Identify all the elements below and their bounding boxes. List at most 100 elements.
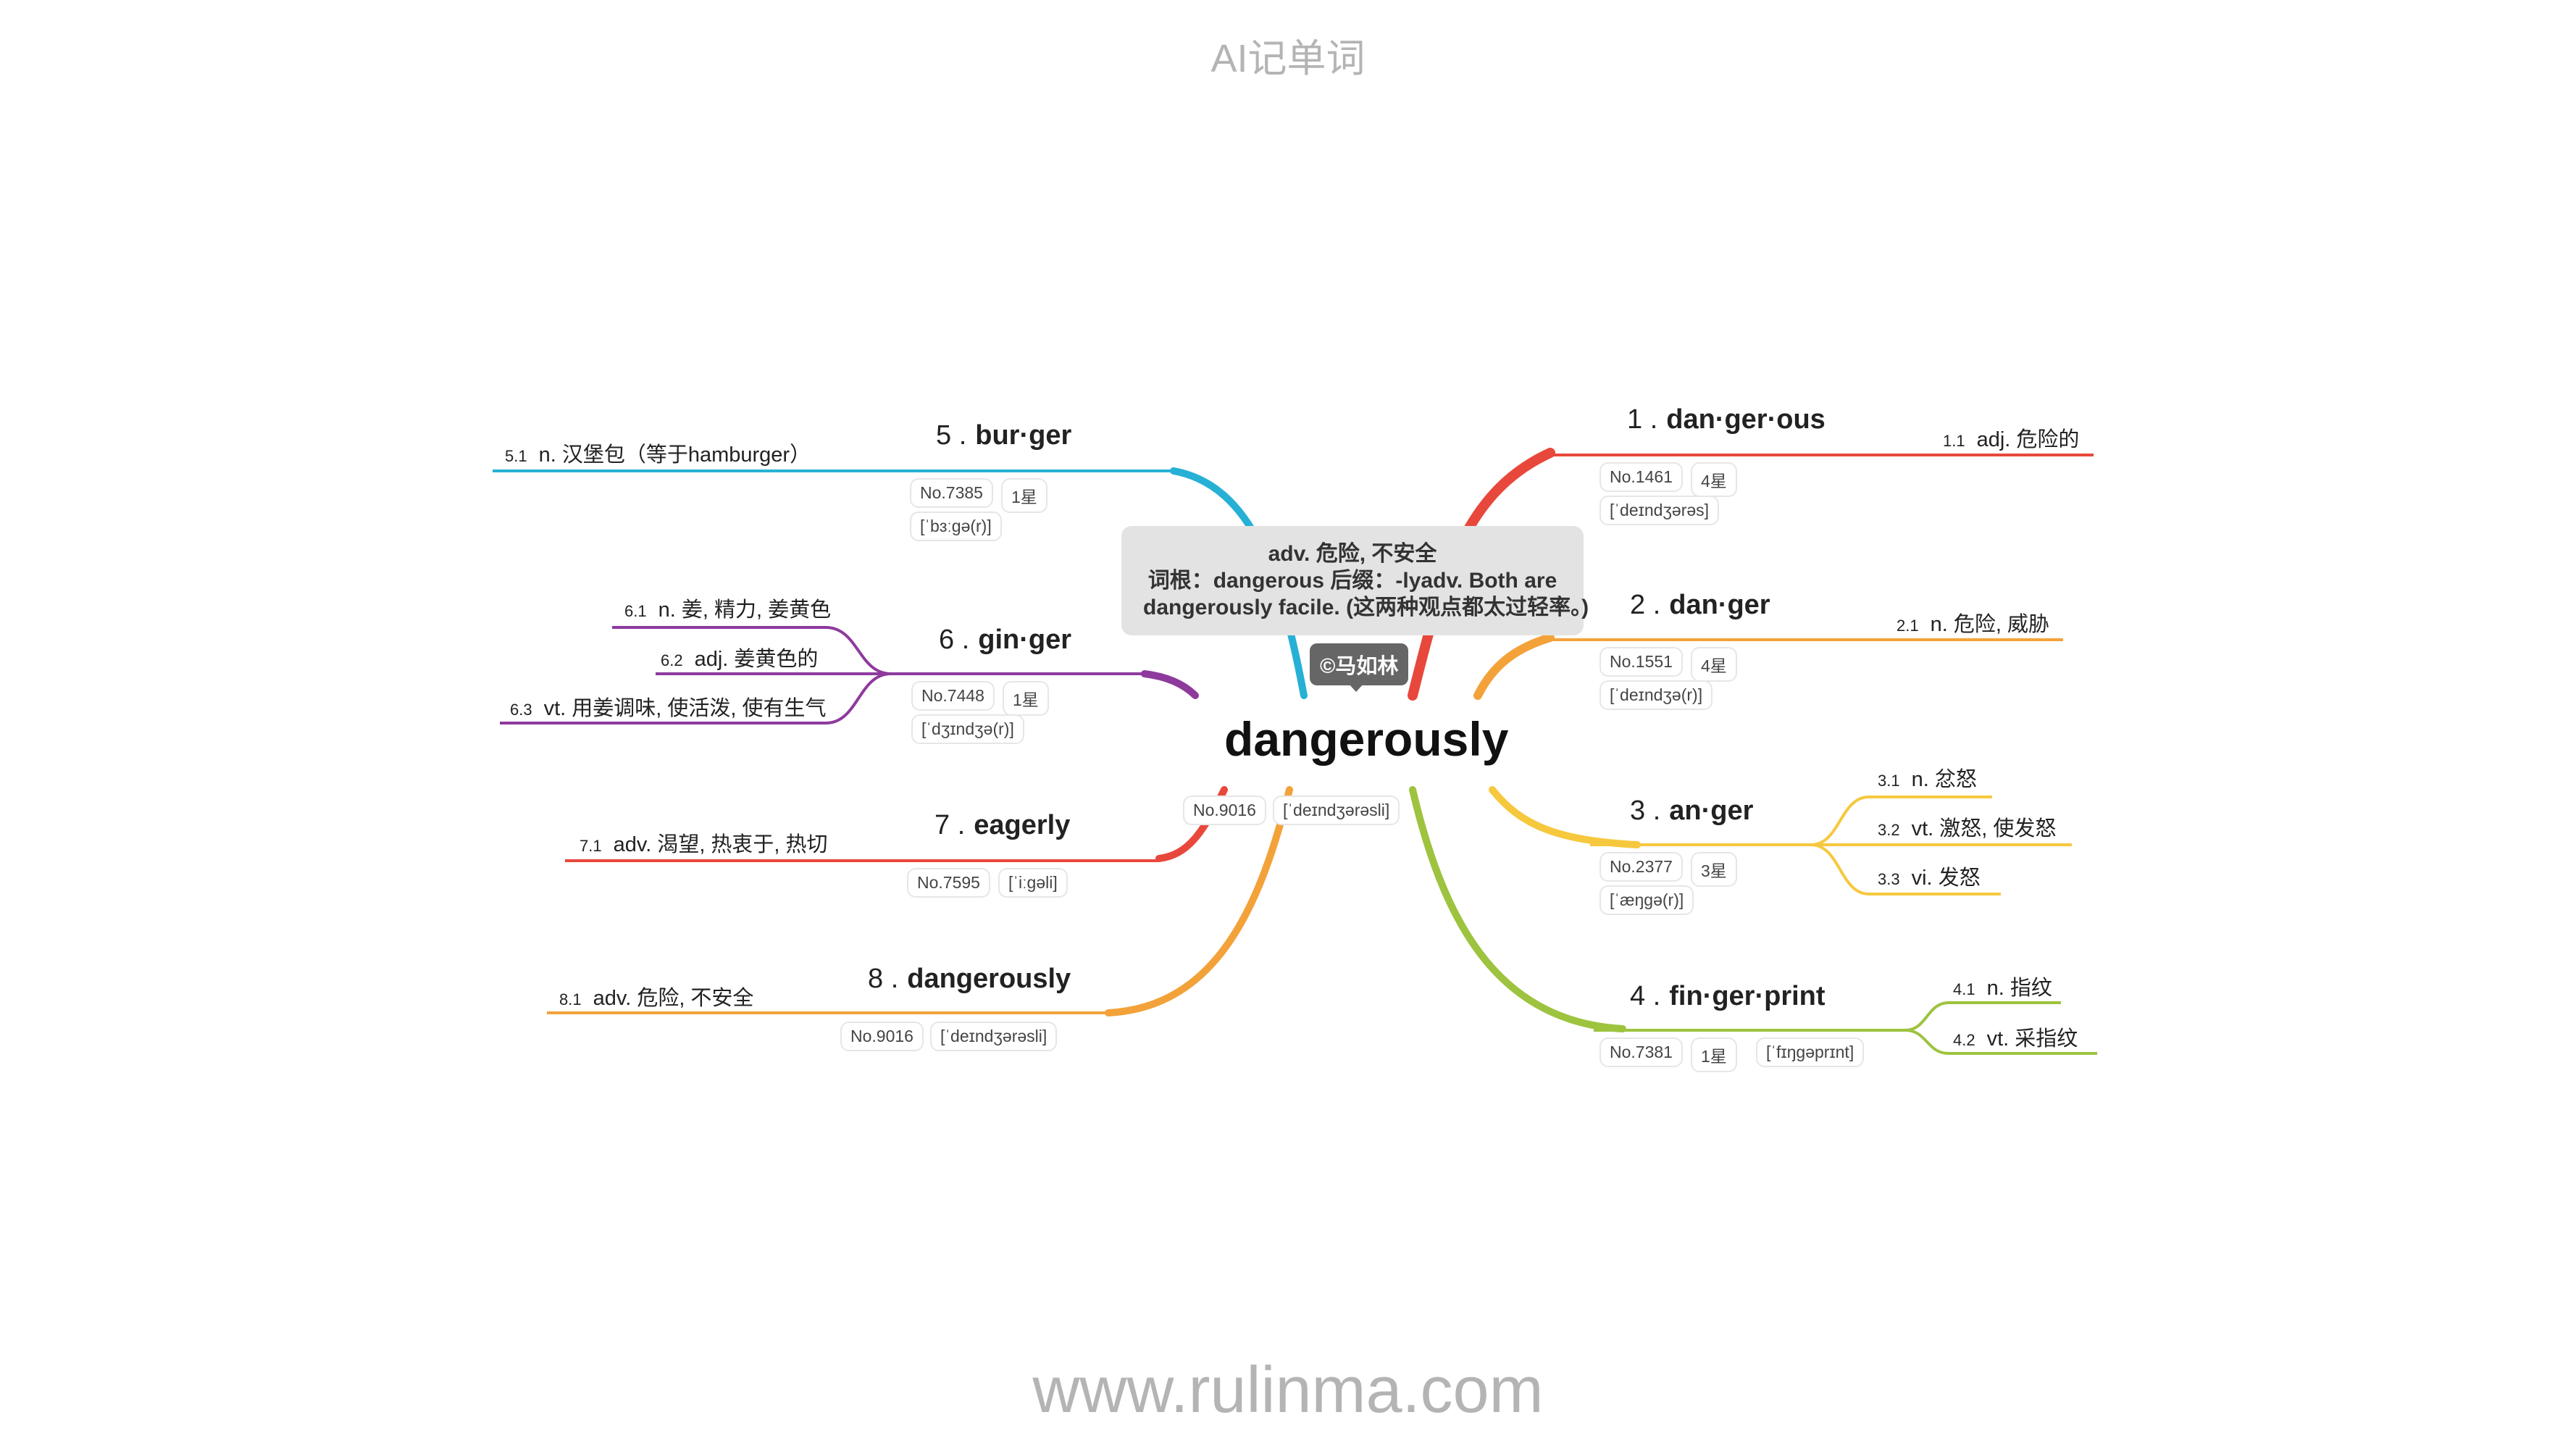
def-6-1-number: 6.1 <box>624 602 647 620</box>
branch-7-phonetic-pill: [ˈiːɡəli] <box>998 868 1068 898</box>
branch-6-title[interactable]: 6 . gin·ger <box>939 625 1071 656</box>
def-2-1: 2.1 n. 危险, 威胁 <box>1897 607 2049 638</box>
center-phonetic-pill: [ˈdeɪndʒərəsli] <box>1273 796 1400 825</box>
def-6-3-text: vt. 用姜调味, 使活泼, 使有生气 <box>543 697 827 720</box>
def-3-2-number: 3.2 <box>1878 821 1900 839</box>
def-6-2: 6.2 adj. 姜黄色的 <box>661 642 818 672</box>
branch-7-word: eagerly <box>974 810 1071 840</box>
tooltip-line-3: dangerously facile. (这两种观点都太过轻率。) <box>1143 596 1589 619</box>
sub-connector-3-1 <box>1810 796 1992 846</box>
branch-5-star-pill: 1星 <box>1001 478 1047 513</box>
branch-1-number-pill: No.1461 <box>1599 462 1683 492</box>
trunk-danger <box>1473 633 1555 700</box>
trunk-fingerprint <box>1409 786 1626 1032</box>
def-3-2-text: vt. 激怒, 使发怒 <box>1911 817 2057 840</box>
branch-1-star-pill: 4星 <box>1691 462 1737 497</box>
sub-connector-3-3 <box>1810 843 2001 895</box>
def-4-1: 4.1 n. 指纹 <box>1953 971 2052 1001</box>
definition-tooltip: adv. 危险, 不安全 词根：dangerous 后缀：-lyadv. Bot… <box>1121 526 1589 635</box>
def-6-3-number: 6.3 <box>510 701 532 719</box>
def-8-1-text: adv. 危险, 不安全 <box>593 987 754 1010</box>
branch-4-star-pill: 1星 <box>1691 1037 1737 1072</box>
sub-connector-6-1 <box>612 626 892 675</box>
def-7-1-number: 7.1 <box>580 837 602 855</box>
def-6-3: 6.3 vt. 用姜调味, 使活泼, 使有生气 <box>510 691 827 722</box>
tooltip-line-2: 词根：dangerous 后缀：-lyadv. Both are <box>1147 569 1557 593</box>
branch-5-number: 5 . <box>936 420 967 451</box>
badge-pointer <box>1348 683 1364 692</box>
branch-7-number: 7 . <box>934 810 966 840</box>
branch-4-number-pill: No.7381 <box>1599 1037 1683 1067</box>
trunk-ginger <box>1141 670 1199 699</box>
def-6-1-text: n. 姜, 精力, 姜黄色 <box>658 598 832 622</box>
branch-7-number-pill: No.7595 <box>907 868 990 898</box>
def-8-1: 8.1 adv. 危险, 不安全 <box>559 981 753 1011</box>
branch-1-word: dan·ger·ous <box>1666 404 1826 435</box>
def-7-1-text: adv. 渴望, 热衷于, 热切 <box>613 833 828 856</box>
branch-1-title[interactable]: 1 .dan·ger·ous <box>1627 404 1826 435</box>
def-8-1-number: 8.1 <box>559 990 582 1009</box>
sub-connector-4-2 <box>1904 1029 2097 1055</box>
branch-6-star-pill: 1星 <box>1003 681 1049 716</box>
center-word[interactable]: dangerously <box>1224 712 1509 766</box>
def-3-2: 3.2 vt. 激怒, 使发怒 <box>1878 811 2056 842</box>
branch-5-phonetic-pill: [ˈbɜːɡə(r)] <box>910 511 1002 541</box>
trunk-dangerously <box>1105 786 1293 1016</box>
def-5-1: 5.1 n. 汉堡包（等于hamburger） <box>505 438 811 468</box>
branch-3-number-pill: No.2377 <box>1599 852 1683 882</box>
def-1-1-text: adj. 危险的 <box>1976 428 2080 451</box>
branch-2-number: 2 . <box>1630 590 1661 620</box>
author-badge: ©马如林 <box>1310 643 1409 685</box>
def-4-1-text: n. 指纹 <box>1986 977 2052 1000</box>
branch-2-title[interactable]: 2 . dan·ger <box>1630 590 1770 621</box>
def-5-1-number: 5.1 <box>505 447 527 465</box>
def-7-1: 7.1 adv. 渴望, 热衷于, 热切 <box>580 827 828 858</box>
branch-8-number: 8 . <box>868 964 899 994</box>
branch-7-title[interactable]: 7 . eagerly <box>934 810 1070 841</box>
branch-6-number-pill: No.7448 <box>911 681 995 711</box>
branch-4-number: 4 . <box>1630 981 1661 1011</box>
def-1-1-number: 1.1 <box>1943 432 1965 450</box>
sub-connector-6-3 <box>500 672 892 724</box>
def-5-1-text: n. 汉堡包（等于hamburger） <box>538 443 811 467</box>
branch-4-title[interactable]: 4 . fin·ger·print <box>1630 981 1826 1012</box>
branch-3-star-pill: 3星 <box>1691 852 1737 887</box>
def-6-2-text: adj. 姜黄色的 <box>694 648 819 671</box>
def-3-1-text: n. 忿怒 <box>1911 768 1977 791</box>
branch-3-number: 3 . <box>1630 796 1661 826</box>
branch-5-word: bur·ger <box>975 420 1072 451</box>
trunk-anger <box>1489 786 1641 848</box>
branch-8-phonetic-pill: [ˈdeɪndʒərəsli] <box>930 1022 1058 1051</box>
branch-3-phonetic-pill: [ˈæŋɡə(r)] <box>1599 885 1694 915</box>
branch-4-phonetic-pill: [ˈfɪŋɡəprɪnt] <box>1756 1037 1865 1067</box>
def-3-3-number: 3.3 <box>1878 870 1900 888</box>
branch-3-title[interactable]: 3 . an·ger <box>1630 796 1753 827</box>
def-2-1-number: 2.1 <box>1897 617 1919 635</box>
branch-3-word: an·ger <box>1669 796 1754 826</box>
branch-8-word: dangerously <box>907 964 1071 994</box>
def-4-1-number: 4.1 <box>1953 980 1975 998</box>
def-2-1-text: n. 危险, 威胁 <box>1930 613 2049 636</box>
footer-url[interactable]: www.rulinma.com <box>1032 1354 1544 1427</box>
branch-6-number: 6 . <box>939 625 970 655</box>
branch-2-number-pill: No.1551 <box>1599 647 1683 677</box>
tooltip-line-1: adv. 危险, 不安全 <box>1268 542 1437 566</box>
def-3-3: 3.3 vi. 发怒 <box>1878 861 1981 891</box>
center-number-pill: No.9016 <box>1183 796 1266 825</box>
page-title: AI记单词 <box>1210 37 1366 80</box>
def-6-1: 6.1 n. 姜, 精力, 姜黄色 <box>624 593 831 623</box>
branch-6-phonetic-pill: [ˈdʒɪndʒə(r)] <box>911 714 1024 744</box>
branch-5-number-pill: No.7385 <box>910 478 993 508</box>
branch-5-title[interactable]: 5 . bur·ger <box>936 420 1071 451</box>
branch-4-word: fin·ger·print <box>1669 981 1826 1011</box>
branch-2-phonetic-pill: [ˈdeɪndʒə(r)] <box>1599 680 1713 710</box>
def-6-2-number: 6.2 <box>661 651 683 669</box>
sub-connector-4-1 <box>1904 1001 2061 1032</box>
branch-2-word: dan·ger <box>1669 590 1770 620</box>
branch-6-word: gin·ger <box>978 625 1072 655</box>
branch-1-phonetic-pill: [ˈdeɪndʒərəs] <box>1599 496 1720 525</box>
def-3-3-text: vi. 发怒 <box>1911 867 1981 890</box>
def-4-2-number: 4.2 <box>1953 1031 1975 1049</box>
branch-8-title[interactable]: 8 . dangerously <box>868 964 1071 995</box>
